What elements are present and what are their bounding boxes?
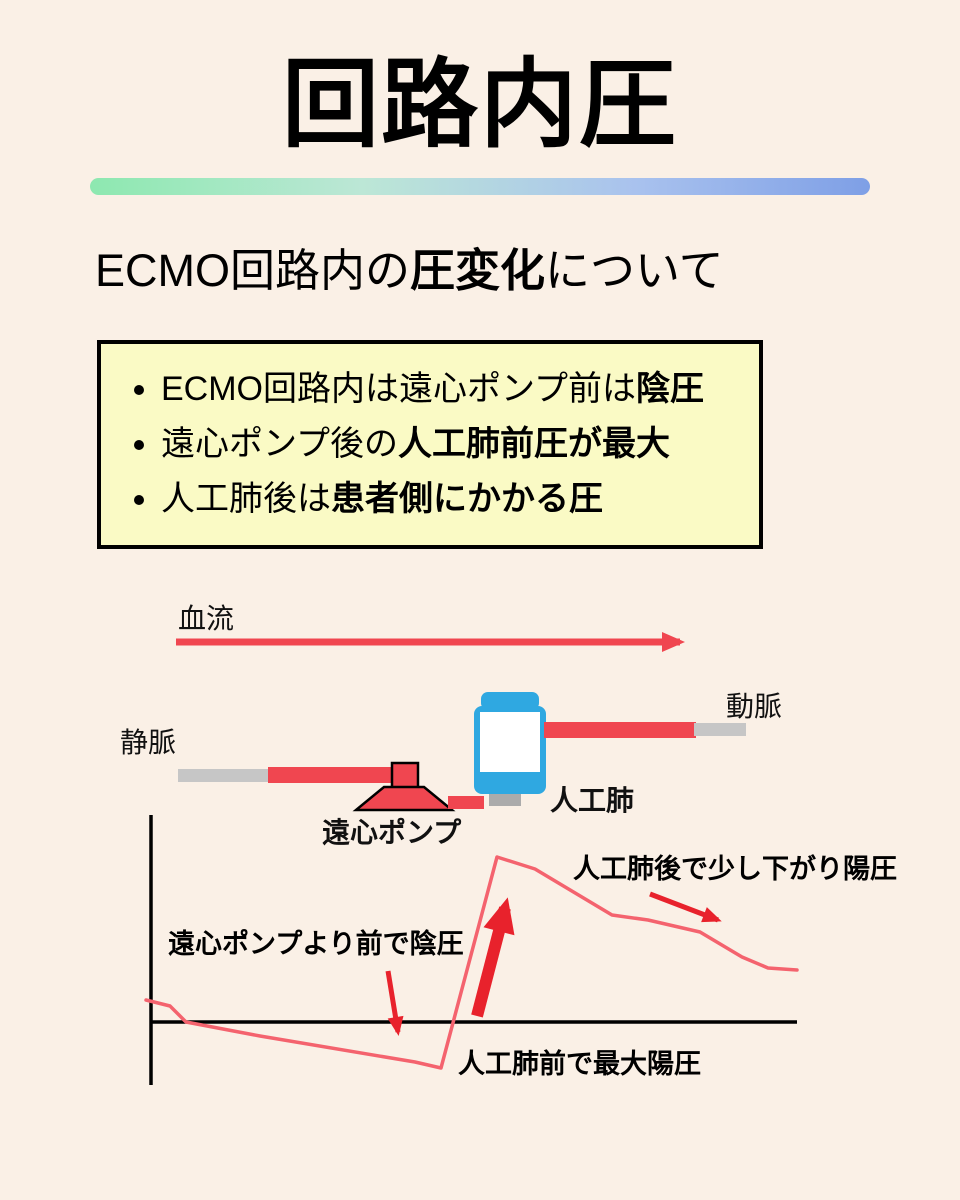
title-underline-bar (90, 178, 870, 195)
key-point-3-text: 人工肺後は (161, 480, 331, 519)
artery-red-tube (544, 722, 696, 738)
arrow-to-negative-dip (385, 970, 404, 1036)
subtitle-pre: ECMO回路内の (95, 245, 411, 296)
key-point-1-text: ECMO回路内は遠心ポンプ前は (161, 370, 636, 408)
pump-body (352, 785, 456, 812)
pressure-curve (144, 855, 799, 1070)
oxygenator-cap (481, 692, 539, 710)
pump-label: 遠心ポンプ (322, 817, 462, 848)
key-points-list: ECMO回路内は遠心ポンプ前は陰圧 遠心ポンプ後の人工肺前圧が最大 人工肺後は患… (119, 362, 733, 527)
subtitle-bold: 圧変化 (410, 245, 546, 296)
artery-label: 動脈 (726, 691, 782, 722)
key-point-2: 遠心ポンプ後の人工肺前圧が最大 (161, 417, 733, 472)
key-point-3-bold: 患者側にかかる圧 (331, 480, 603, 519)
key-points-box: ECMO回路内は遠心ポンプ前は陰圧 遠心ポンプ後の人工肺前圧が最大 人工肺後は患… (97, 340, 763, 550)
vein-gray-tube (178, 769, 282, 782)
page-title: 回路内圧 (282, 50, 678, 159)
key-point-1: ECMO回路内は遠心ポンプ前は陰圧 (161, 362, 733, 417)
annotation-before-oxygenator: 人工肺前で最大陽圧 (458, 1048, 701, 1079)
key-point-1-bold: 陰圧 (635, 370, 704, 408)
key-point-3: 人工肺後は患者側にかかる圧 (161, 472, 733, 527)
artery-gray-tube (694, 723, 746, 736)
oxygenator-label: 人工肺 (550, 785, 634, 816)
flow-label: 血流 (178, 603, 234, 634)
pump-outlet-tube (448, 796, 484, 809)
oxygenator-membrane (480, 712, 540, 772)
annotation-after-oxygenator: 人工肺後で少し下がり陽圧 (573, 853, 897, 884)
key-point-2-text: 遠心ポンプ後の (161, 425, 398, 464)
arrow-to-max-pressure (471, 897, 515, 1018)
vein-red-tube (268, 767, 400, 783)
subtitle: ECMO回路内の圧変化について (95, 234, 724, 299)
circuit-and-pressure-figure: 血流 静脈 遠心ポンプ 人工肺 動脈 遠心ポンプより前で陰圧 人工肺前で最大陽圧… (120, 603, 897, 1085)
annotation-before-pump: 遠心ポンプより前で陰圧 (168, 928, 464, 959)
arrow-after-oxygenator (649, 891, 722, 923)
key-point-2-bold: 人工肺前圧が最大 (397, 425, 670, 464)
subtitle-post: について (545, 245, 724, 296)
vein-label: 静脈 (120, 727, 176, 758)
pump-inlet (390, 761, 420, 790)
